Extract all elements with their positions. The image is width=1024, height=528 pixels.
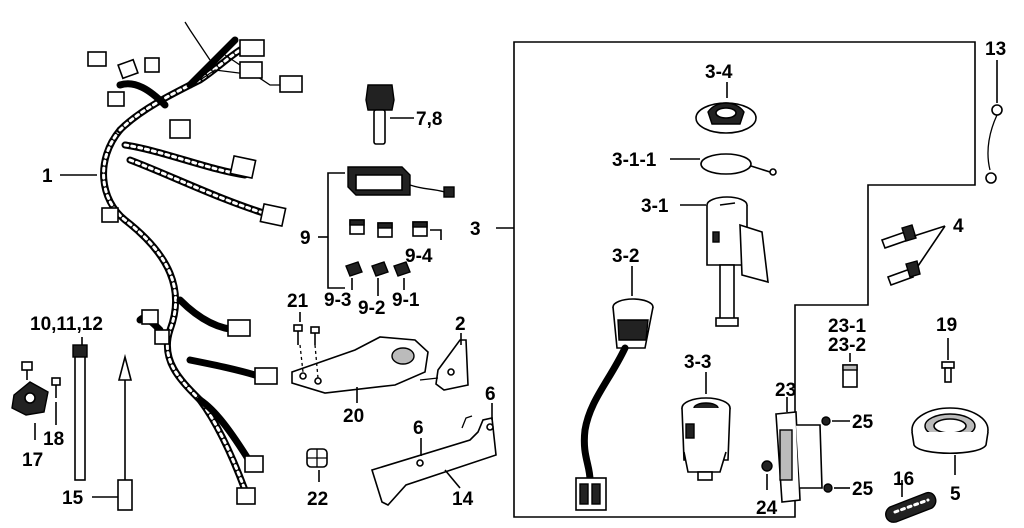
label-7-8: 7,8: [416, 109, 442, 130]
ignition-switch-icon: [706, 196, 769, 327]
label-6a: 6: [413, 418, 424, 439]
label-15: 15: [62, 488, 84, 509]
label-4: 4: [953, 216, 964, 237]
label-3: 3: [470, 219, 481, 240]
relay-unit-icon: [347, 166, 455, 198]
cable-tie-icon: [72, 344, 88, 481]
label-22: 22: [307, 489, 328, 510]
label-3-2: 3-2: [612, 246, 639, 267]
lock-cylinder-icon: [575, 298, 654, 511]
bracket-9: [327, 172, 345, 289]
label-2: 2: [455, 314, 466, 335]
bolt-icon: [880, 224, 921, 287]
label-17: 17: [22, 450, 43, 471]
bolt-19-icon: [941, 361, 955, 383]
latch-plate-icon: [775, 411, 823, 503]
lock-cap-icon: [695, 102, 757, 134]
label-23-2: 23-2: [828, 335, 866, 356]
washer-icon: [761, 460, 773, 472]
wiring-harness-icon: [87, 21, 303, 505]
label-23: 23: [775, 380, 796, 401]
label-5: 5: [950, 484, 961, 505]
grommet-icon: [885, 491, 937, 523]
nut-icon: [842, 364, 858, 388]
seat-lock-icon: [681, 397, 731, 481]
label-13: 13: [985, 39, 1006, 60]
key-icon: [365, 84, 395, 145]
long-bracket-icon: [370, 415, 497, 506]
label-9-2: 9-2: [358, 298, 385, 319]
label-3-1-1: 3-1-1: [612, 150, 657, 171]
screw-icon: [293, 324, 320, 345]
connector-icon: [306, 448, 328, 468]
fuse-icon: [345, 261, 411, 277]
screw-18-icon: [51, 377, 61, 398]
label-14: 14: [452, 489, 474, 510]
cap-lock-icon: [911, 407, 989, 455]
label-23-1: 23-1: [828, 316, 866, 337]
wire-loop-icon: [985, 104, 1003, 184]
label-10-11-12: 10,11,12: [30, 314, 103, 335]
label-9: 9: [300, 228, 311, 249]
label-21: 21: [287, 291, 309, 312]
label-25a: 25: [852, 412, 874, 433]
clamp-icon: [11, 361, 49, 416]
label-3-4: 3-4: [705, 62, 733, 83]
label-3-1: 3-1: [641, 196, 669, 217]
label-6b: 6: [485, 384, 496, 405]
label-20: 20: [343, 406, 364, 427]
label-3-3: 3-3: [684, 352, 711, 373]
label-9-3: 9-3: [324, 290, 351, 311]
screw-25-icon: [821, 416, 833, 493]
label-18: 18: [43, 429, 64, 450]
mounting-plate-icon: [291, 336, 429, 394]
label-1: 1: [42, 166, 53, 187]
relay-icon: [349, 219, 428, 238]
label-9-4: 9-4: [405, 246, 433, 267]
label-16: 16: [893, 469, 914, 490]
label-25b: 25: [852, 479, 874, 500]
probe-icon: [117, 353, 133, 511]
lock-set-group-outline: [513, 41, 976, 518]
label-24: 24: [756, 498, 778, 519]
bracket-icon: [419, 339, 469, 391]
label-9-1: 9-1: [392, 290, 420, 311]
label-19: 19: [936, 315, 957, 336]
lock-cover-icon: [700, 153, 777, 176]
